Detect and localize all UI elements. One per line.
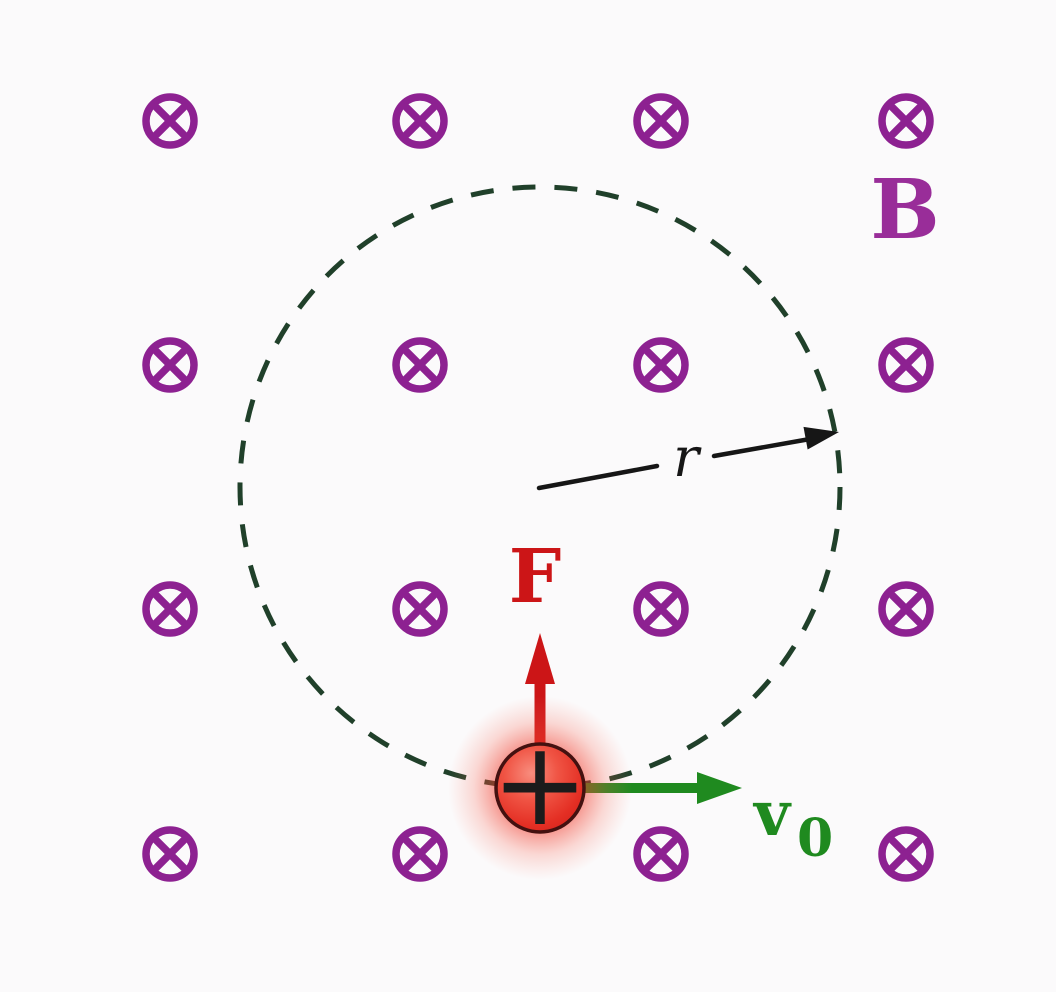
field-symbol-circle bbox=[392, 93, 448, 149]
field-symbol-x-stroke bbox=[888, 103, 924, 139]
field-symbol-circle bbox=[633, 337, 689, 393]
field-into-page-symbol bbox=[142, 93, 198, 149]
field-into-page-symbol bbox=[392, 337, 448, 393]
field-symbol-circle bbox=[878, 337, 934, 393]
magnetic-field-label: B bbox=[870, 162, 939, 258]
field-symbol-x-stroke bbox=[888, 591, 924, 627]
field-symbol-x-stroke bbox=[402, 836, 438, 872]
field-symbol-x-stroke bbox=[152, 836, 188, 872]
magnetic-field-grid bbox=[142, 93, 934, 882]
field-into-page-symbol bbox=[142, 826, 198, 882]
field-symbol-x-stroke bbox=[152, 347, 188, 383]
velocity-arrowhead-icon bbox=[697, 772, 742, 804]
radius-arrow-segment-left bbox=[536, 463, 660, 491]
field-into-page-symbol bbox=[633, 581, 689, 637]
field-into-page-symbol bbox=[878, 826, 934, 882]
field-symbol-circle bbox=[392, 581, 448, 637]
field-symbol-x-stroke bbox=[402, 591, 438, 627]
charged-particle bbox=[494, 742, 586, 834]
velocity-label: v 0 bbox=[752, 777, 833, 869]
radius-arrowhead-icon bbox=[803, 426, 839, 450]
field-symbol-circle bbox=[633, 93, 689, 149]
radius-arrow-segment-right bbox=[711, 436, 813, 459]
charge-sign: + bbox=[491, 717, 588, 852]
field-symbol-circle bbox=[142, 337, 198, 393]
field-symbol-x-stroke bbox=[888, 836, 924, 872]
field-symbol-circle bbox=[392, 826, 448, 882]
field-into-page-symbol bbox=[392, 826, 448, 882]
field-into-page-symbol bbox=[878, 93, 934, 149]
field-symbol-x-stroke bbox=[643, 836, 679, 872]
field-symbol-circle bbox=[392, 337, 448, 393]
field-into-page-symbol bbox=[633, 337, 689, 393]
radius-label: r bbox=[673, 426, 702, 489]
velocity-arrow: v 0 bbox=[584, 772, 833, 869]
field-into-page-symbol bbox=[142, 337, 198, 393]
field-symbol-circle bbox=[878, 93, 934, 149]
field-symbol-circle bbox=[878, 581, 934, 637]
field-symbol-x-stroke bbox=[152, 103, 188, 139]
field-symbol-circle bbox=[142, 826, 198, 882]
field-symbol-circle bbox=[633, 826, 689, 882]
force-arrowhead-icon bbox=[525, 633, 555, 684]
velocity-label-subscript: 0 bbox=[797, 808, 833, 869]
velocity-label-letter: v bbox=[752, 777, 792, 850]
field-symbol-x-stroke bbox=[643, 591, 679, 627]
field-symbol-x-stroke bbox=[402, 347, 438, 383]
field-symbol-x-stroke bbox=[152, 591, 188, 627]
field-into-page-symbol bbox=[142, 581, 198, 637]
field-symbol-circle bbox=[878, 826, 934, 882]
field-into-page-symbol bbox=[633, 93, 689, 149]
field-into-page-symbol bbox=[392, 93, 448, 149]
field-symbol-x-stroke bbox=[888, 347, 924, 383]
field-symbol-x-stroke bbox=[643, 103, 679, 139]
field-symbol-circle bbox=[142, 581, 198, 637]
field-into-page-symbol bbox=[392, 581, 448, 637]
field-symbol-x-stroke bbox=[402, 103, 438, 139]
force-label: F bbox=[509, 534, 562, 620]
field-symbol-circle bbox=[633, 581, 689, 637]
field-symbol-circle bbox=[142, 93, 198, 149]
radius-arrow: r bbox=[536, 426, 839, 491]
field-into-page-symbol bbox=[633, 826, 689, 882]
field-symbol-x-stroke bbox=[643, 347, 679, 383]
field-into-page-symbol bbox=[878, 581, 934, 637]
field-into-page-symbol bbox=[878, 337, 934, 393]
